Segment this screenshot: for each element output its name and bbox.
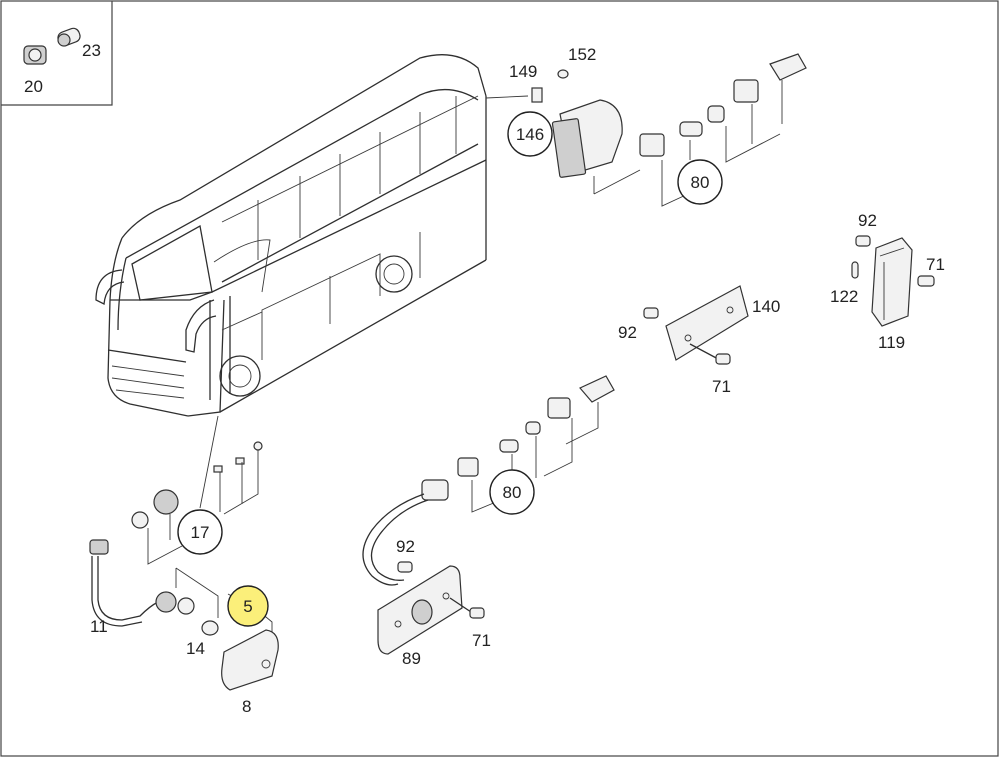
label-119: 119: [878, 333, 905, 352]
part-92-screw-right: [855, 235, 871, 247]
wiring-top: [593, 80, 783, 207]
wiring-17: [147, 450, 259, 565]
label-92-bottom: 92: [396, 537, 415, 556]
label-20: 20: [24, 77, 43, 96]
label-5: 5: [243, 597, 252, 616]
callout-80-bottom: [489, 469, 535, 515]
connector-group-top: [639, 53, 807, 157]
label-71-right: 71: [926, 255, 945, 274]
callout-5-highlighted: [227, 585, 269, 627]
part-140-plate: [665, 285, 749, 361]
part-71-screw-bottom: [449, 597, 485, 619]
label-92-plate: 92: [618, 323, 637, 342]
callout-17: [177, 509, 223, 555]
label-149: 149: [509, 62, 537, 81]
part-8-cover: [221, 629, 279, 691]
part-152-bulb: [557, 69, 569, 79]
connector-group-bottom: [457, 375, 615, 477]
label-152: 152: [568, 45, 596, 64]
wiring-80-bottom: [471, 402, 599, 513]
label-122: 122: [830, 287, 858, 306]
label-8: 8: [242, 697, 251, 716]
inset-box: [1, 1, 113, 106]
label-17: 17: [191, 523, 210, 542]
part-122-pin: [851, 261, 859, 279]
label-23: 23: [82, 41, 101, 60]
part-92-screw-bottom: [397, 561, 413, 573]
label-146: 146: [516, 125, 544, 144]
part-149-clip: [531, 87, 543, 103]
harness-cable: [362, 479, 449, 586]
part-71-screw-right: [917, 275, 935, 287]
part-17-bulbs: [131, 441, 263, 529]
part-119-lamp: [871, 237, 913, 327]
label-11: 11: [90, 617, 108, 636]
part-23-plug: [57, 27, 81, 47]
part-20-socket: [23, 45, 47, 65]
part-14-lens: [201, 620, 219, 636]
label-71-plate: 71: [712, 377, 731, 396]
callout-80-top: [677, 159, 723, 205]
label-80-bottom: 80: [503, 483, 522, 502]
label-14: 14: [186, 639, 205, 658]
part-11-cable: [89, 539, 195, 627]
part-89-mount-plate: [377, 565, 463, 655]
label-89: 89: [402, 649, 421, 668]
label-71-bottom: 71: [472, 631, 491, 650]
leader-bus-top: [485, 95, 529, 99]
callout-146: [507, 111, 553, 157]
part-92-screw-plate: [643, 307, 659, 319]
part-146-light-housing: [551, 99, 623, 178]
label-140: 140: [752, 297, 780, 316]
label-80-top: 80: [691, 173, 710, 192]
part-71-screw-plate: [689, 343, 731, 365]
label-92-right: 92: [858, 211, 877, 230]
coach-bus-outline: [95, 54, 487, 417]
leader-bus-front: [199, 415, 219, 509]
